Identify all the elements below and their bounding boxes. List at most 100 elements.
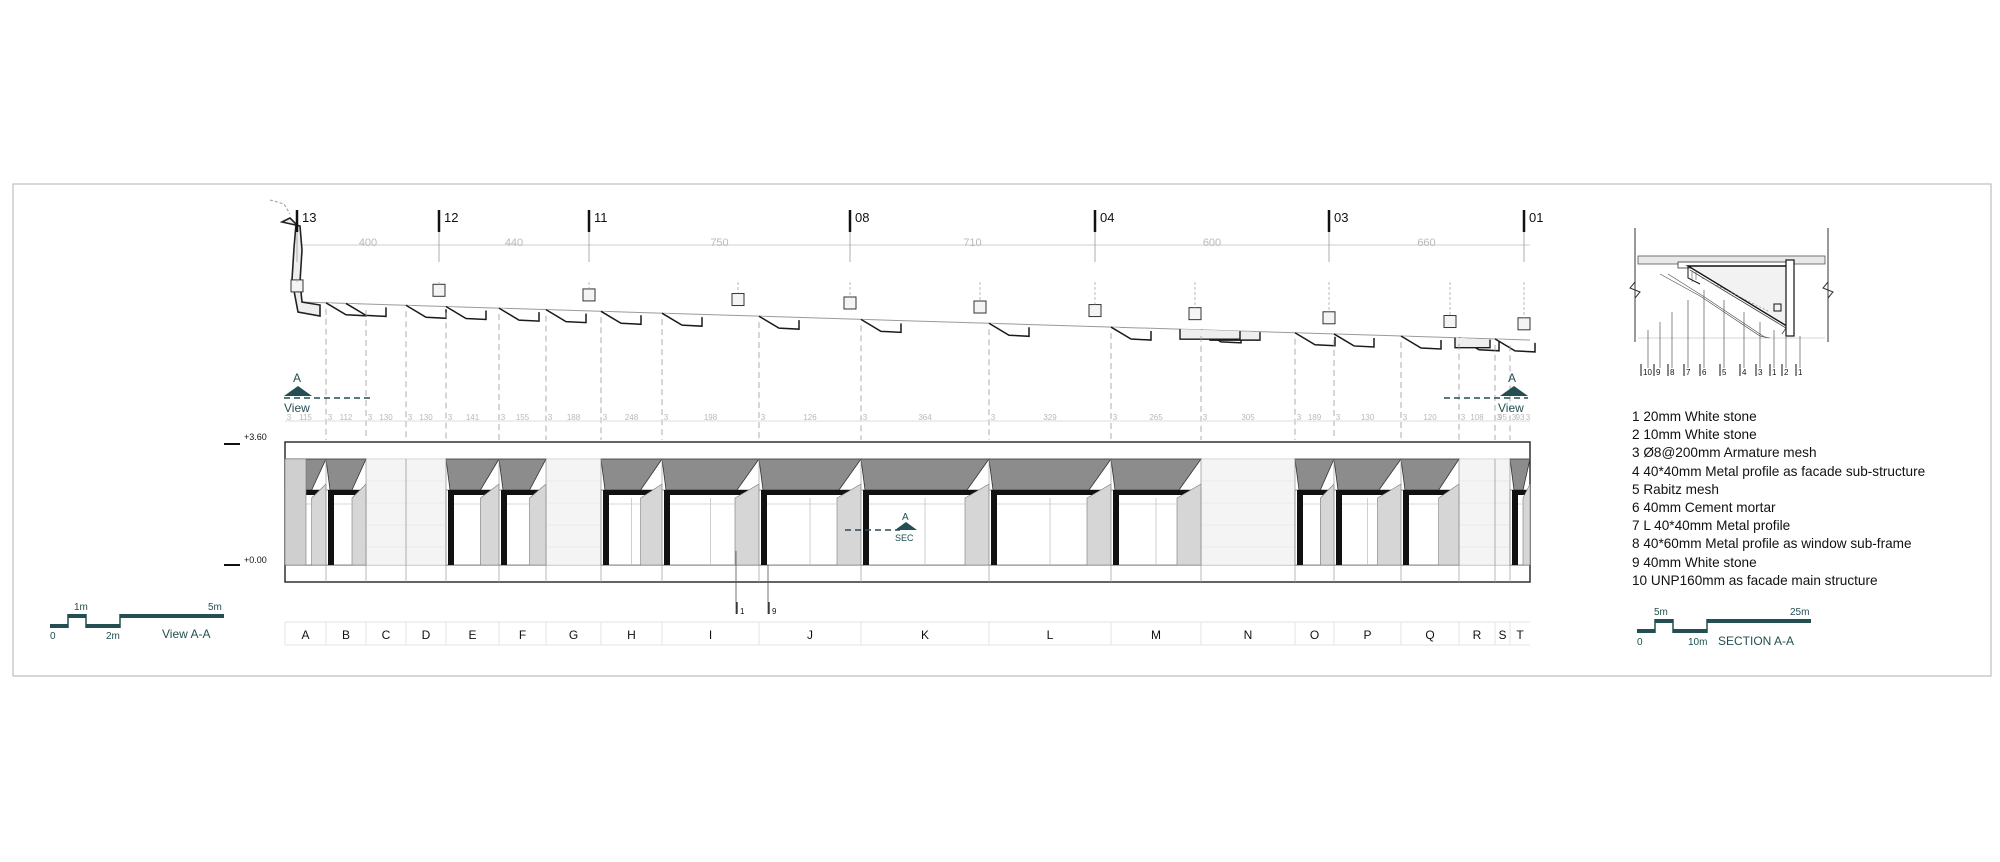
plan-fin (600, 310, 642, 326)
small-dimension: 3 (603, 413, 608, 422)
window-jamb (761, 490, 767, 565)
small-dimension: 3 (1336, 413, 1341, 422)
plan-fin (1400, 335, 1442, 350)
hood-shadow (604, 490, 659, 495)
level-mark-top: +3.60 (224, 432, 267, 445)
callout-9-label: 9 (772, 607, 777, 616)
plan-fin (988, 322, 1030, 338)
detail-number: 9 (1656, 368, 1661, 377)
plan-fin (1294, 332, 1336, 347)
bay-letter: E (468, 628, 476, 642)
window-fin-panel (1086, 483, 1112, 566)
view-marker-label: View (1498, 401, 1524, 415)
hood-shadow (1298, 490, 1331, 495)
hood-shadow (1404, 490, 1456, 495)
plan-fin (405, 304, 447, 320)
bay-letter: O (1310, 628, 1319, 642)
window-fin-panel (480, 483, 500, 566)
small-dimension: 3 (408, 413, 413, 422)
window-jamb (603, 490, 609, 565)
scale-section-tick: 5m (1654, 607, 1668, 618)
detail-number: 10 (1643, 368, 1652, 377)
scale-view-title: View A-A (162, 627, 210, 641)
small-dimension: 3 (1497, 413, 1502, 422)
detail-number: 2 (1784, 368, 1789, 377)
detail-number: 4 (1742, 368, 1747, 377)
grid-axis-label: 11 (594, 210, 608, 225)
grid-axis-label: 12 (444, 210, 458, 225)
bay-letter: B (342, 628, 350, 642)
plan-post (1517, 317, 1531, 331)
plan-fin (1494, 338, 1536, 353)
span-dimension: 710 (963, 237, 981, 249)
window-fin-panel (351, 483, 367, 566)
hood-shadow (1337, 490, 1398, 495)
plan-fin (661, 312, 703, 327)
window-jamb (1403, 490, 1409, 565)
scale-section-tick: 10m (1688, 637, 1707, 648)
callout-1-label: 1 (740, 607, 745, 616)
bay-letter: P (1363, 628, 1371, 642)
bay-letter: Q (1425, 628, 1434, 642)
window-jamb (448, 490, 454, 565)
legend-item: 4 40*40mm Metal profile as facade sub-st… (1632, 463, 1926, 479)
small-dimension: 3 (1203, 413, 1208, 422)
small-dimension: 3 (761, 413, 766, 422)
window-jamb (991, 490, 997, 565)
stone-bay (1200, 458, 1296, 566)
bay-letter: F (519, 628, 526, 642)
plan-post (843, 296, 857, 310)
stone-bay (405, 458, 447, 566)
detail-number: 1 (1772, 368, 1777, 377)
window-jamb (1336, 490, 1342, 565)
grid-axis-label: 01 (1529, 210, 1543, 225)
hood-shadow (449, 490, 496, 495)
sheet-frame (12, 183, 1992, 677)
small-dimension: 3 (368, 413, 373, 422)
small-dimension: 3 (448, 413, 453, 422)
window-jamb (1113, 490, 1119, 565)
bay-letter: N (1244, 628, 1253, 642)
small-dimension: 3 (1461, 413, 1466, 422)
window-fin-panel (1522, 483, 1531, 566)
window-fin-panel (1176, 483, 1202, 566)
materials-legend: 1 20mm White stone 2 10mm White stone 3 … (1632, 408, 1925, 590)
hood-shadow (1513, 490, 1527, 495)
plan-post (1088, 304, 1102, 318)
bay-letter: D (422, 628, 431, 642)
plan-fin (860, 318, 902, 334)
small-dimension: 3 (501, 413, 506, 422)
stone-bay (1494, 458, 1511, 566)
small-dimension: 93 (1516, 413, 1525, 422)
bay-letter: A (301, 628, 309, 642)
legend-item: 1 20mm White stone (1632, 409, 1757, 424)
small-dimension: 198 (704, 413, 718, 422)
small-dimension: 364 (918, 413, 932, 422)
scale-section-tick: 0 (1637, 637, 1643, 648)
small-dimension: 141 (466, 413, 480, 422)
bay-letter: M (1151, 628, 1161, 642)
span-dimension: 750 (710, 237, 728, 249)
section-marker-letter: A (902, 512, 909, 523)
small-dimension: 95 (1498, 413, 1507, 422)
scale-view-tick: 1m (74, 602, 88, 613)
plan-fin (1333, 333, 1375, 348)
small-dimension: 265 (1149, 413, 1163, 422)
small-dimension: 3 (1113, 413, 1118, 422)
window-jamb (863, 490, 869, 565)
detail-number: 1 (1798, 368, 1803, 377)
small-dimension: 126 (803, 413, 817, 422)
plan-post (1188, 307, 1202, 321)
section-marker: A SEC (845, 512, 917, 543)
small-dimension: 120 (1423, 413, 1437, 422)
level-top-label: +3.60 (244, 432, 267, 442)
plan-post (582, 288, 596, 302)
grid-axis-label: 08 (855, 210, 869, 225)
window-glass (1294, 489, 1460, 566)
small-dimension: 130 (419, 413, 433, 422)
window-fin-panel (1320, 483, 1335, 566)
small-dimension: 3 (664, 413, 669, 422)
callout-1: 1 (735, 551, 745, 616)
